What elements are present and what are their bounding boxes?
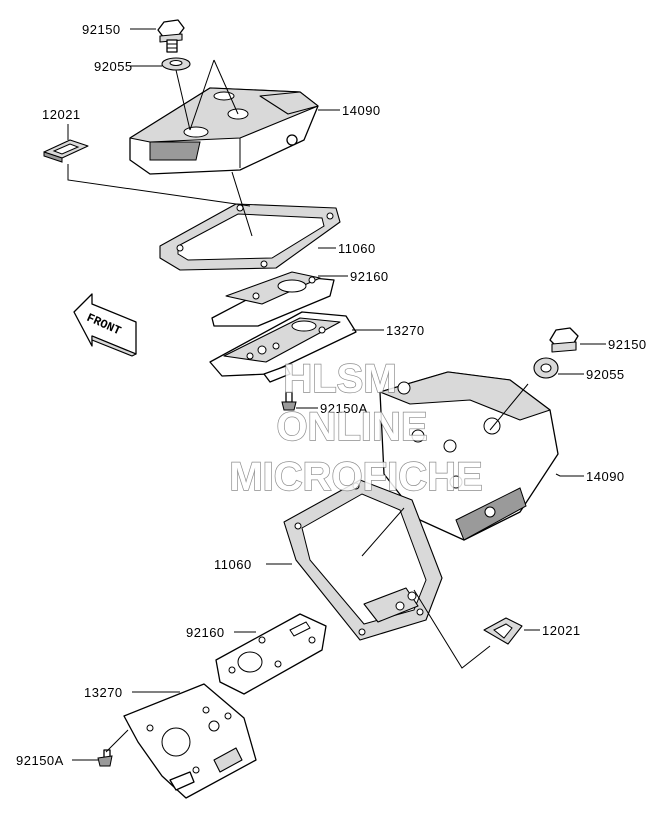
washer-92055-lower xyxy=(533,357,559,379)
gasket-11060-top xyxy=(159,203,341,271)
valve-cover-14090-lower xyxy=(379,371,559,541)
callout-92150a-top: 92150A xyxy=(320,401,368,416)
callout-14090-lower: 14090 xyxy=(586,469,625,484)
leader-lines xyxy=(67,28,606,761)
callout-12021-lower: 12021 xyxy=(542,623,581,638)
callout-12021-top: 12021 xyxy=(42,107,81,122)
plate-92160-top xyxy=(211,271,335,327)
front-direction-arrow: FRONT xyxy=(73,293,137,357)
grommet-12021-lower xyxy=(483,617,523,645)
washer-92055-top xyxy=(161,57,191,71)
callout-92150a-lower: 92150A xyxy=(16,753,64,768)
grommet-12021-top xyxy=(43,139,89,163)
watermark: HLSM ONLINE MICROFICHE xyxy=(229,356,484,499)
callout-14090-top: 14090 xyxy=(342,103,381,118)
callout-13270-top: 13270 xyxy=(386,323,425,338)
callout-92055-top: 92055 xyxy=(94,59,133,74)
callout-11060-lower: 11060 xyxy=(214,557,252,572)
watermark-line-2: ONLINE xyxy=(276,405,427,449)
callout-92150-top: 92150 xyxy=(82,22,121,37)
callout-labels: 92150 92055 12021 14090 11060 92160 1327… xyxy=(16,22,647,768)
bolt-92150-top xyxy=(157,19,185,53)
watermark-line-1: HLSM xyxy=(283,357,396,401)
breather-plate-13270-lower xyxy=(123,683,257,799)
callout-92160-lower: 92160 xyxy=(186,625,225,640)
watermark-line-3: MICROFICHE xyxy=(229,455,482,499)
callout-92160-top: 92160 xyxy=(350,269,389,284)
gasket-11060-lower xyxy=(283,479,443,641)
callout-92150-lower: 92150 xyxy=(608,337,647,352)
callout-92055-lower: 92055 xyxy=(586,367,625,382)
callout-11060-top: 11060 xyxy=(338,241,376,256)
bolt-92150a-lower xyxy=(97,749,113,767)
bolt-92150a-top xyxy=(281,391,297,411)
callout-13270-lower: 13270 xyxy=(84,685,123,700)
bolt-92150-lower xyxy=(549,327,579,353)
valve-cover-14090-top xyxy=(129,87,319,175)
breather-plate-13270-top xyxy=(209,311,357,383)
plate-92160-lower xyxy=(215,613,327,695)
